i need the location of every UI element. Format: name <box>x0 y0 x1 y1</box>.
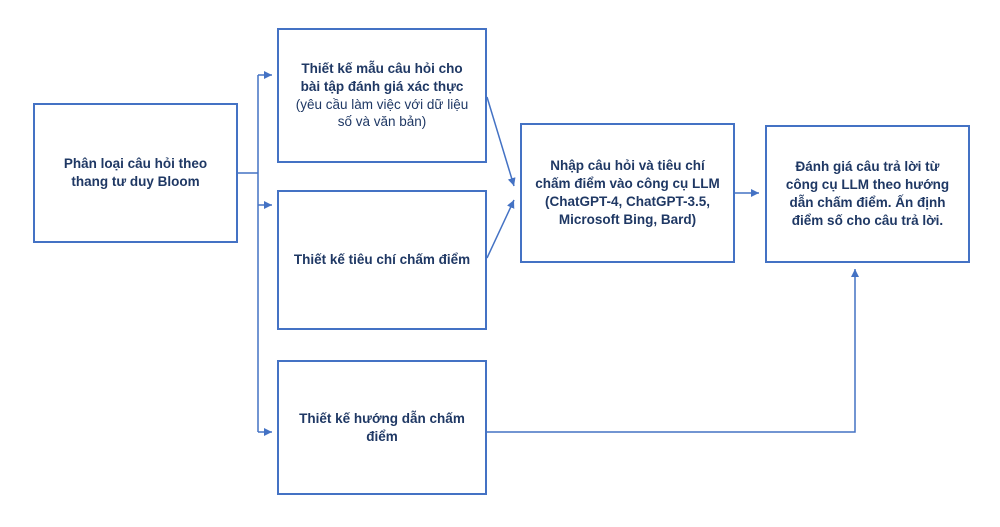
arrow-guidelines-to-evaluate <box>487 269 859 433</box>
box-design-guidelines-label: Thiết kế hướng dẫn chấm điểm <box>299 410 465 444</box>
box-bloom-classification: Phân loại câu hỏi theo thang tư duy Bloo… <box>33 103 238 243</box>
box-design-criteria-label: Thiết kế tiêu chí chấm điểm <box>293 252 471 268</box>
box-design-questions-label-bold: Thiết kế mẫu câu hỏi cho bài tập đánh gi… <box>300 60 464 94</box>
box-design-questions: Thiết kế mẫu câu hỏi cho bài tập đánh gi… <box>277 28 487 163</box>
arrow-questions-to-llm <box>486 96 516 187</box>
box-design-guidelines: Thiết kế hướng dẫn chấm điểm <box>277 360 487 495</box>
box-llm-input-label: Nhập câu hỏi và tiêu chí chấm điểm vào c… <box>535 158 720 227</box>
box-llm-input: Nhập câu hỏi và tiêu chí chấm điểm vào c… <box>520 123 735 263</box>
box-bloom-classification-label: Phân loại câu hỏi theo thang tư duy Bloo… <box>63 156 208 189</box>
box-design-questions-label-note: (yêu cầu làm việc với dữ liệu số và văn … <box>295 96 469 130</box>
box-evaluate-answers-label: Đánh giá câu trả lời từ công cụ LLM theo… <box>785 159 950 228</box>
box-design-criteria: Thiết kế tiêu chí chấm điểm <box>277 190 487 330</box>
box-design-questions-label: Thiết kế mẫu câu hỏi cho bài tập đánh gi… <box>291 60 473 131</box>
box-evaluate-answers: Đánh giá câu trả lời từ công cụ LLM theo… <box>765 125 970 263</box>
arrow-criteria-to-llm <box>486 199 515 259</box>
